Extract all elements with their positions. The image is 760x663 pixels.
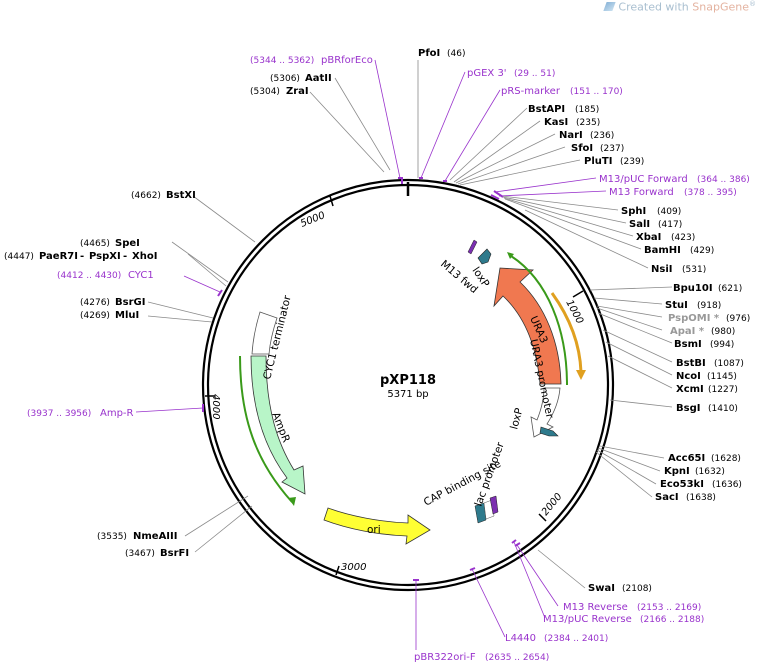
leader-lines	[147, 60, 673, 589]
snapgene-watermark: Created with SnapGene®	[603, 0, 756, 14]
loxp-bottom-feature[interactable]	[539, 426, 559, 437]
site-pfoi-name: PfoI	[418, 48, 440, 59]
site-apai[interactable]: ApaI *(980)	[670, 326, 735, 337]
primer-prs-marker[interactable]: pRS-marker (151 .. 170)	[501, 79, 623, 98]
site-pfoi-pos: (46)	[447, 49, 465, 59]
primer-m13puc-forward[interactable]: M13/pUC Forward(364 .. 386)	[599, 174, 750, 185]
plasmid-name: pXP118	[380, 373, 436, 388]
m13-fwd-feature[interactable]	[467, 239, 478, 255]
site-nsii[interactable]: NsiI(531)	[651, 264, 706, 275]
watermark-brand: SnapGene	[692, 0, 749, 14]
primer-l4440[interactable]: L4440(2384 .. 2401)	[505, 633, 608, 644]
site-bamhi[interactable]: BamHI(429)	[644, 245, 714, 256]
site-kpni[interactable]: KpnI(1632)	[664, 466, 725, 477]
backbone-outer-circle	[201, 178, 615, 592]
cap-binding-feature[interactable]	[474, 502, 487, 524]
tick-label-3000: 3000	[341, 562, 366, 573]
primer-pbrforeco-pos: (5344 .. 5362)	[250, 56, 314, 66]
tick-3000	[335, 565, 340, 576]
cyc1-terminator-feature[interactable]	[251, 311, 278, 355]
site-eco53ki[interactable]: Eco53kI(1636)	[660, 479, 742, 490]
site-acc65i[interactable]: Acc65I(1628)	[668, 453, 741, 464]
watermark-suffix: ®	[749, 0, 756, 8]
site-sali[interactable]: SalI(417)	[629, 219, 682, 230]
tick-2000	[538, 513, 547, 522]
tick-5000	[329, 195, 334, 207]
tick-label-4000: 4000	[210, 394, 221, 419]
loxp-top-feature[interactable]	[477, 248, 492, 265]
ampr-orf-arrowhead-icon	[288, 497, 296, 506]
site-bstbi[interactable]: BstBI(1087)	[676, 358, 744, 369]
ori-label: ori	[367, 524, 381, 536]
site-pluti[interactable]: PluTI(239)	[584, 156, 644, 167]
primer-prs-marker-name: pRS-marker	[501, 86, 561, 97]
site-swai[interactable]: SwaI(2108)	[588, 583, 652, 594]
primer-pbrforeco[interactable]: (5344 .. 5362) pBRforEco	[250, 48, 373, 67]
site-sfoi[interactable]: SfoI(237)	[571, 143, 624, 154]
site-kasi[interactable]: KasI(235)	[544, 117, 600, 128]
site-bsmi[interactable]: BsmI(994)	[674, 339, 734, 350]
site-aatii-name: AatII	[305, 73, 332, 84]
primer-pbrforeco-name: pBRforEco	[321, 55, 373, 66]
site-sphi[interactable]: SphI(409)	[621, 206, 681, 217]
plasmid-size: 5371 bp	[387, 389, 428, 400]
primer-cyc1[interactable]: (4412 .. 4430)CYC1	[57, 270, 154, 281]
site-paer7i[interactable]: (4447) PaeR7I - PspXI - XhoI	[4, 244, 157, 263]
site-bstapi[interactable]: BstAPI(185)	[528, 104, 599, 115]
site-bsgi[interactable]: BsgI(1410)	[676, 403, 738, 414]
ura3-orf-arrowhead-icon	[507, 252, 514, 259]
site-saci[interactable]: SacI(1638)	[655, 492, 716, 503]
site-aatii-pos: (5306)	[270, 74, 300, 84]
tick-1000	[572, 290, 584, 298]
site-bsrfi[interactable]: (3467)BsrFI	[125, 548, 189, 559]
ori-feature[interactable]	[323, 507, 431, 545]
site-bsrgi[interactable]: (4276)BsrGI	[80, 297, 145, 308]
site-nari[interactable]: NarI(236)	[559, 130, 614, 141]
m13-rev-feature[interactable]	[489, 495, 499, 515]
site-nmeaiii[interactable]: (3535)NmeAIII	[97, 531, 177, 542]
site-zrai-name: ZraI	[286, 86, 309, 97]
orange-orf-arrowhead-icon	[576, 370, 586, 380]
site-zrai-pos: (5304)	[250, 87, 280, 97]
watermark-prefix: Created with	[618, 0, 693, 14]
site-mlui[interactable]: (4269)MluI	[80, 310, 139, 321]
primer-pgex3-name: pGEX 3'	[467, 68, 507, 79]
loxp-bottom-label: loxP	[508, 407, 525, 431]
primer-m13-forward[interactable]: M13 Forward(378 .. 395)	[609, 187, 737, 198]
site-bpu10i[interactable]: Bpu10I(621)	[673, 283, 742, 294]
primer-prs-marker-pos: (151 .. 170)	[570, 87, 623, 97]
primer-leader-lines	[135, 59, 607, 650]
primer-m13puc-reverse[interactable]: M13/pUC Reverse(2166 .. 2188)	[543, 614, 704, 625]
primer-pgex3[interactable]: pGEX 3' (29 .. 51)	[467, 61, 555, 80]
site-xbai[interactable]: XbaI(423)	[636, 232, 695, 243]
site-spei[interactable]: (4465)SpeI	[80, 238, 140, 249]
site-xcmi[interactable]: XcmI(1227)	[676, 384, 738, 395]
ampr-feature[interactable]	[250, 355, 306, 495]
primer-pbr322ori-f[interactable]: pBR322ori-F(2635 .. 2654)	[414, 652, 549, 663]
site-bstxi[interactable]: (4662)BstXI	[131, 190, 196, 201]
tick-label-1000: 1000	[563, 298, 585, 326]
site-pfoi[interactable]: PfoI (46)	[418, 41, 465, 60]
primer-amp-r[interactable]: (3937 .. 3956)Amp-R	[27, 408, 134, 419]
primer-m13-reverse[interactable]: M13 Reverse(2153 .. 2169)	[563, 602, 701, 613]
tick-label-5000: 5000	[299, 210, 327, 230]
ura3-orf-green-line	[510, 255, 568, 386]
ampr-orf-green-line	[239, 355, 293, 503]
site-zrai[interactable]: (5304) ZraI	[250, 79, 309, 98]
site-pspomi[interactable]: PspOMI *(976)	[668, 313, 750, 324]
orange-orf-line	[550, 292, 583, 373]
site-aatii[interactable]: (5306) AatII	[270, 66, 332, 85]
site-stui[interactable]: StuI(918)	[665, 300, 721, 311]
site-ncoi[interactable]: NcoI(1145)	[676, 371, 737, 382]
ura3-feature[interactable]	[493, 267, 562, 385]
primer-pgex3-pos: (29 .. 51)	[514, 69, 555, 79]
ura3-promoter-feature[interactable]	[530, 387, 561, 438]
